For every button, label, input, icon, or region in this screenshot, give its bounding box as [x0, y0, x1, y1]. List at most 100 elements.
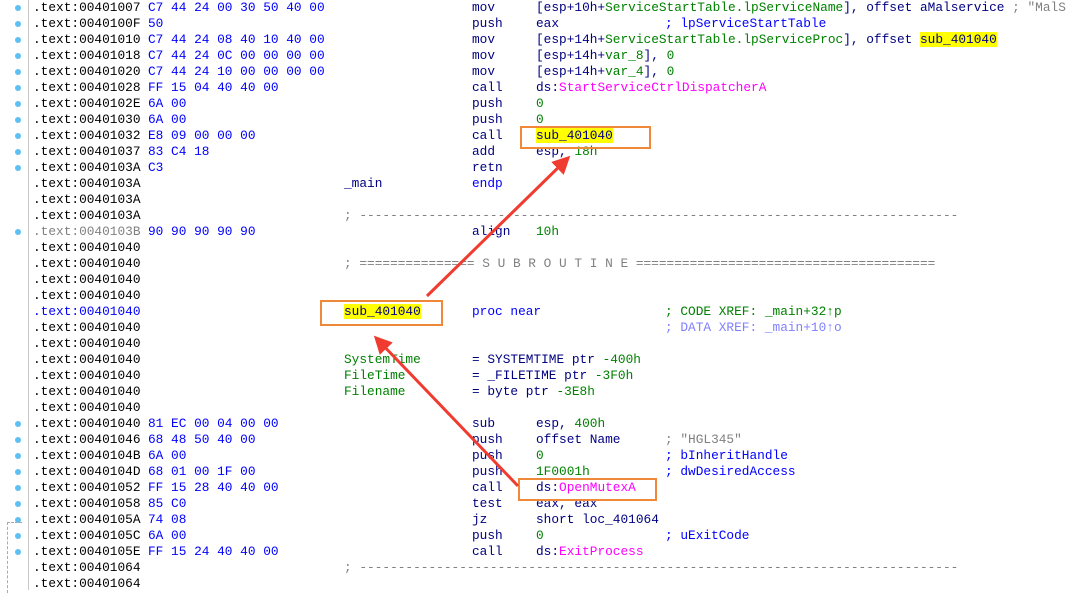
opcode-bytes: 6A 00 — [148, 96, 187, 111]
listing-line[interactable]: .text:00401040 — [0, 288, 1083, 304]
token: ds: — [536, 80, 560, 95]
breakpoint-dot-icon[interactable] — [15, 21, 21, 27]
breakpoint-dot-icon[interactable] — [15, 149, 21, 155]
opcode-bytes: 68 48 50 40 00 — [148, 432, 256, 447]
comment: ; uExitCode — [665, 528, 749, 544]
listing-line[interactable]: .text:00401064; ------------------------… — [0, 560, 1083, 576]
mnemonic: push — [472, 16, 503, 32]
token: 0 — [536, 528, 544, 543]
breakpoint-dot-icon[interactable] — [15, 117, 21, 123]
breakpoint-dot-icon[interactable] — [15, 69, 21, 75]
listing-line[interactable]: .text:00401040 — [0, 400, 1083, 416]
mnemonic: sub — [472, 416, 495, 432]
api-name[interactable]: StartServiceCtrlDispatcherA — [559, 80, 767, 95]
address: .text:00401018 — [33, 48, 141, 63]
mnemonic: mov — [472, 0, 495, 16]
opcode-bytes: 6A 00 — [148, 112, 187, 127]
address: .text:0040102E — [33, 96, 141, 111]
breakpoint-dot-icon[interactable] — [15, 533, 21, 539]
highlighted-symbol[interactable]: sub_401040 — [536, 128, 613, 143]
mnemonic-text: push — [472, 464, 503, 479]
api-name[interactable]: ExitProcess — [559, 544, 644, 559]
listing-line[interactable]: .text:00401040 — [0, 240, 1083, 256]
mnemonic: retn — [472, 160, 503, 176]
token: esp, — [536, 416, 575, 431]
listing-line[interactable]: .text:0040103A — [0, 192, 1083, 208]
breakpoint-dot-icon[interactable] — [15, 485, 21, 491]
breakpoint-dot-icon[interactable] — [15, 453, 21, 459]
breakpoint-dot-icon[interactable] — [15, 421, 21, 427]
operands: sub_401040 — [536, 128, 613, 144]
token: ds: — [536, 480, 560, 495]
highlighted-symbol[interactable]: sub_401040 — [344, 304, 421, 319]
breakpoint-dot-icon[interactable] — [15, 549, 21, 555]
address: .text:0040100F — [33, 16, 141, 31]
comment: ; DATA XREF: _main+10↑o — [665, 320, 842, 336]
breakpoint-dot-icon[interactable] — [15, 101, 21, 107]
token: Filename — [344, 384, 406, 399]
breakpoint-gutter[interactable] — [0, 0, 29, 590]
token: ; "HGL345" — [665, 432, 742, 447]
token: _main — [344, 176, 383, 191]
mnemonic: push — [472, 448, 503, 464]
breakpoint-dot-icon[interactable] — [15, 437, 21, 443]
breakpoint-dot-icon[interactable] — [15, 53, 21, 59]
operands: [esp+14h+var_8], 0 — [536, 48, 674, 64]
mnemonic: push — [472, 96, 503, 112]
listing-line[interactable]: .text:00401040 — [0, 336, 1083, 352]
listing-line[interactable]: .text:00401040; =============== S U B R … — [0, 256, 1083, 272]
mnemonic-text: mov — [472, 64, 496, 79]
mnemonic: mov — [472, 32, 495, 48]
opcode-bytes: 68 01 00 1F 00 — [148, 464, 256, 479]
operands: 0 — [536, 528, 544, 544]
address: .text:0040105E — [33, 544, 141, 559]
api-name[interactable]: OpenMutexA — [559, 480, 636, 495]
highlighted-symbol[interactable]: sub_401040 — [919, 32, 997, 47]
breakpoint-dot-icon[interactable] — [15, 133, 21, 139]
opcode-bytes: 83 C4 18 — [148, 144, 210, 159]
address: .text:00401037 — [33, 144, 141, 159]
breakpoint-dot-icon[interactable] — [15, 517, 21, 523]
listing-line[interactable]: .text:00401040 — [0, 272, 1083, 288]
listing-line[interactable]: .text:00401064 — [0, 576, 1083, 592]
breakpoint-dot-icon[interactable] — [15, 469, 21, 475]
token: ; --------------------------------------… — [344, 560, 959, 575]
mnemonic-text: push — [472, 432, 503, 447]
listing-line[interactable]: .text:00401040; DATA XREF: _main+10↑o — [0, 320, 1083, 336]
mnemonic: add — [472, 144, 495, 160]
breakpoint-dot-icon[interactable] — [15, 165, 21, 171]
listing-line[interactable]: .text:0040103A; ------------------------… — [0, 208, 1083, 224]
breakpoint-dot-icon[interactable] — [15, 229, 21, 235]
breakpoint-dot-icon[interactable] — [15, 37, 21, 43]
address: .text:00401040 — [33, 384, 141, 399]
breakpoint-dot-icon[interactable] — [15, 5, 21, 11]
breakpoint-dot-icon[interactable] — [15, 85, 21, 91]
token: 400h — [574, 416, 606, 431]
mnemonic-text: test — [472, 496, 503, 511]
breakpoint-dot-icon[interactable] — [15, 501, 21, 507]
token: [esp+14h+ — [536, 64, 606, 79]
